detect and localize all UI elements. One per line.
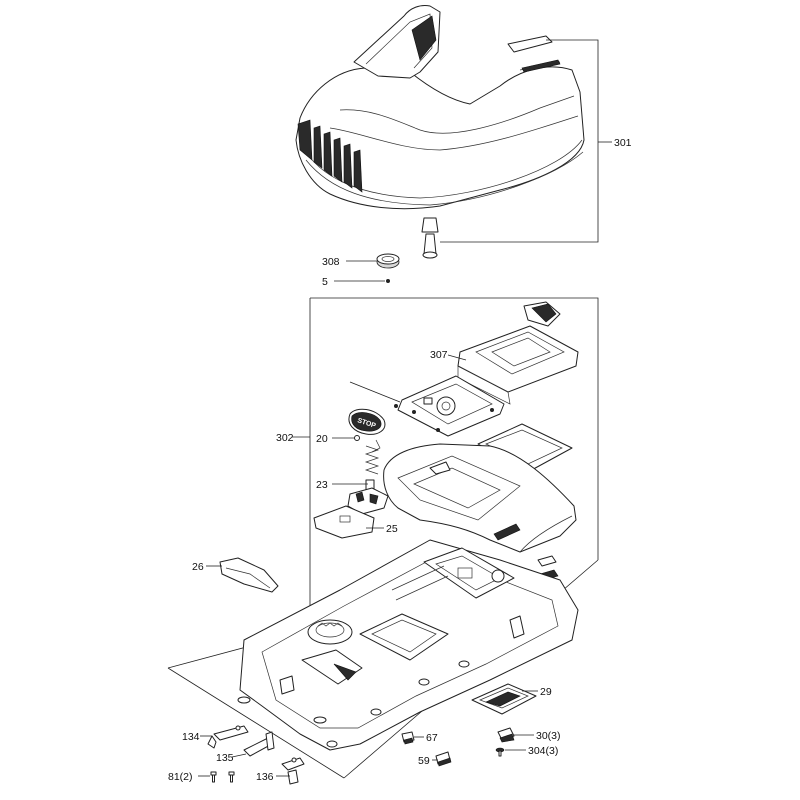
label-308: 308: [322, 256, 340, 268]
screws-part-81: [210, 771, 235, 783]
label-30: 30(3): [536, 730, 561, 742]
side-cover-part-26: [219, 557, 279, 593]
height-knob: [421, 217, 439, 259]
label-307: 307: [430, 349, 448, 361]
label-302: 302: [276, 432, 294, 444]
label-81: 81(2): [168, 771, 193, 783]
control-plate: [349, 375, 505, 437]
label-59: 59: [418, 755, 430, 767]
label-25: 25: [386, 523, 398, 535]
switch-part-23: [347, 479, 389, 515]
label-67: 67: [426, 732, 438, 744]
label-134: 134: [182, 731, 200, 743]
label-26: 26: [192, 561, 204, 573]
leader-301-bracket: [440, 39, 599, 243]
label-29: 29: [540, 686, 552, 698]
top-cover-part-301: [295, 5, 585, 259]
bracket-part-135: [243, 731, 275, 757]
screw-part-5: [386, 279, 390, 283]
lid-part-307: [457, 301, 579, 405]
spring: [364, 439, 381, 475]
label-136: 136: [256, 771, 274, 783]
cover-side-fins: [297, 119, 363, 193]
assembly-302-outline: [167, 297, 599, 779]
gasket-part-25: [313, 505, 375, 539]
label-135: 135: [216, 752, 234, 764]
stop-button-part-20: STOP: [348, 408, 386, 435]
clip-part-59: [435, 751, 452, 767]
screw-part-304: [495, 747, 505, 757]
clip-part-30: [497, 727, 515, 743]
label-301: 301: [614, 137, 632, 149]
label-304: 304(3): [528, 745, 558, 757]
label-20: 20: [316, 433, 328, 445]
clip-part-67: [401, 731, 415, 745]
plate-part-29: [471, 683, 537, 715]
cap-part-308: [376, 253, 400, 269]
label-23: 23: [316, 479, 328, 491]
chassis-base: [237, 539, 579, 751]
clip-piece: [537, 555, 557, 567]
label-5: 5: [322, 276, 328, 288]
bracket-part-134: [207, 725, 249, 749]
upper-shell: [383, 443, 577, 553]
bracket-part-136: [281, 757, 305, 785]
